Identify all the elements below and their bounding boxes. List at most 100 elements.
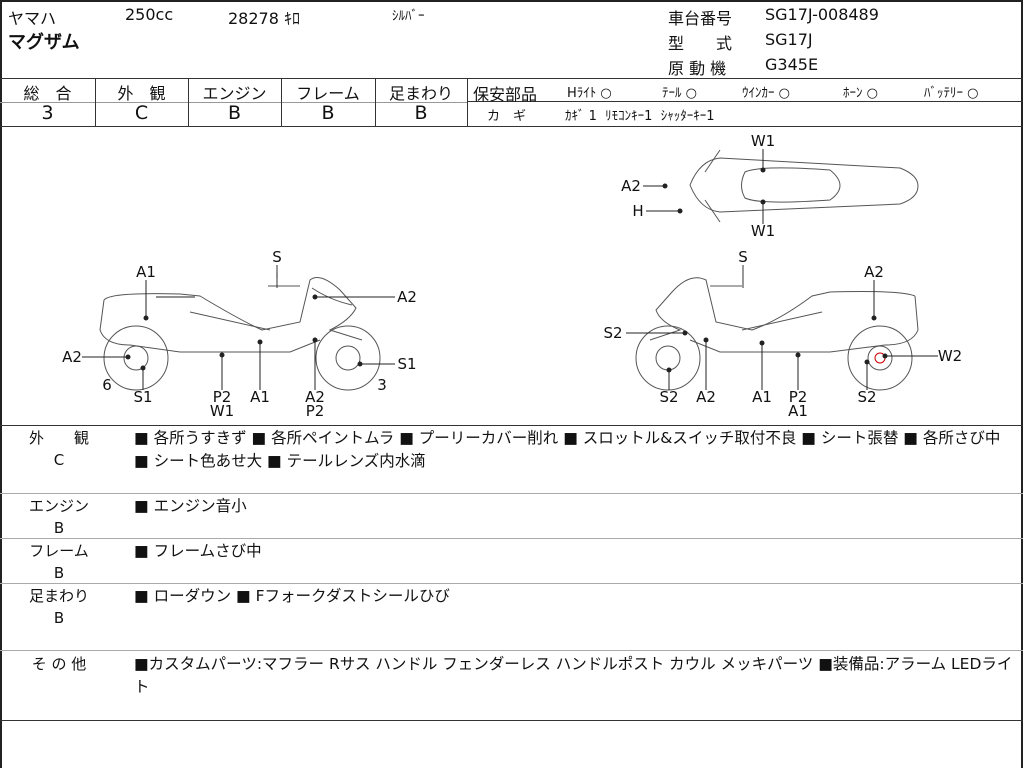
damage-label: 3 (377, 376, 387, 394)
remark-text: ■カスタムパーツ:マフラー Rサス ハンドル フェンダーレス ハンドルポスト カ… (134, 655, 1013, 696)
damage-label: H (632, 202, 644, 220)
safety-item-headlight: Hﾗｲﾄ ○ (567, 82, 612, 101)
damage-label: A1 (752, 388, 772, 406)
keys-label: カ ギ (487, 109, 527, 124)
damage-label: S1 (133, 388, 153, 406)
keys-value: ｶｷﾞ 1 ﾘﾓｺﾝｷｰ1 ｼｬｯﾀｰｷｰ1 (565, 109, 715, 124)
safety-label: 保安部品 (473, 85, 538, 104)
leader-lines (82, 149, 938, 390)
item-name: ﾊﾞｯﾃﾘｰ (924, 86, 963, 101)
item-name: Hﾗｲﾄ (567, 86, 597, 101)
item-name: ｳｲﾝｶｰ (742, 86, 775, 101)
divider (0, 78, 1023, 79)
safety-item-horn: ﾎｰﾝ ○ (843, 82, 878, 101)
safety-item-battery: ﾊﾞｯﾃﾘｰ ○ (924, 82, 978, 101)
grade-label: エンジン (202, 84, 267, 103)
divider (375, 78, 376, 126)
grade-value: B (414, 102, 428, 124)
item-mark: ○ (866, 86, 878, 101)
divider (467, 101, 1023, 102)
damage-label: S2 (857, 388, 877, 406)
item-name: ﾎｰﾝ (843, 86, 863, 101)
chassis-label: 車台番号 (668, 9, 733, 28)
grade-value: B (227, 102, 242, 124)
safety-item-tail: ﾃｰﾙ ○ (662, 82, 697, 101)
damage-label: W1 (209, 402, 235, 420)
damage-label: P2 (305, 402, 325, 420)
bike-left-view (99, 265, 381, 391)
divider (0, 425, 1023, 426)
divider (0, 650, 1023, 651)
remark-text: ■ ローダウン ■ Fフォークダストシールひび (134, 587, 450, 605)
type-value: SG17J (765, 30, 813, 49)
engine-value: G345E (765, 55, 819, 74)
damage-label: W2 (937, 347, 963, 365)
damage-label: 6 (102, 376, 112, 394)
damage-label: A1 (788, 402, 808, 420)
item-mark: ○ (685, 86, 697, 101)
remark-category: そ の 他 (31, 655, 87, 673)
model-name: マグザム (8, 32, 80, 53)
chassis-number: SG17J-008489 (765, 5, 879, 24)
maker: ヤマハ (8, 9, 57, 28)
damage-label: A2 (864, 263, 884, 281)
divider (0, 102, 467, 103)
grade-value: C (134, 102, 149, 124)
divider (467, 78, 468, 126)
damage-label: A1 (250, 388, 270, 406)
damage-label: S (272, 248, 282, 266)
divider (0, 583, 1023, 584)
remark-text: ■ 各所うすきず ■ 各所ペイントムラ ■ プーリーカバー削れ ■ スロットル&… (134, 429, 1001, 470)
damage-label: A2 (62, 348, 82, 366)
damage-label: A2 (621, 177, 641, 195)
remark-text: ■ フレームさび中 (134, 542, 262, 560)
item-mark: ○ (967, 86, 979, 101)
damage-label: W1 (750, 222, 776, 240)
safety-item-winker: ｳｲﾝｶｰ ○ (742, 82, 790, 101)
type-label: 型 式 (668, 34, 733, 53)
divider (95, 78, 96, 126)
divider (0, 493, 1023, 494)
damage-label: S1 (397, 355, 417, 373)
color: ｼﾙﾊﾞｰ (392, 9, 425, 24)
bike-right-view (635, 265, 919, 391)
damage-label: A2 (696, 388, 716, 406)
mileage: 28278 ｷﾛ (228, 9, 300, 28)
item-mark: ○ (600, 86, 612, 101)
grade-value: B (321, 102, 335, 124)
grade-label: 足まわり (388, 84, 453, 103)
divider (281, 78, 282, 126)
grade-label: フレーム (296, 84, 360, 103)
item-mark: ○ (778, 86, 790, 101)
damage-label: A2 (305, 388, 325, 406)
damage-label: A1 (136, 263, 156, 281)
damage-label: S2 (603, 324, 623, 342)
damage-label: W1 (750, 132, 776, 150)
grade-value: 3 (41, 102, 54, 124)
damage-label: A2 (397, 288, 417, 306)
remark-other: そ の 他 ■カスタムパーツ:マフラー Rサス ハンドル フェンダーレス ハンド… (0, 653, 1023, 699)
grade-label: 外 観 (117, 84, 166, 103)
grade-label: 総 合 (23, 84, 72, 103)
divider (0, 126, 1023, 127)
displacement: 250cc (125, 5, 174, 24)
leader-dots (125, 167, 888, 373)
divider (188, 78, 189, 126)
divider (0, 720, 1023, 721)
bike-top-view (689, 149, 919, 223)
damage-label: P2 (212, 388, 232, 406)
damage-label: S (738, 248, 748, 266)
engine-label: 原 動 機 (668, 59, 727, 78)
divider (0, 538, 1023, 539)
damage-label: S2 (659, 388, 679, 406)
